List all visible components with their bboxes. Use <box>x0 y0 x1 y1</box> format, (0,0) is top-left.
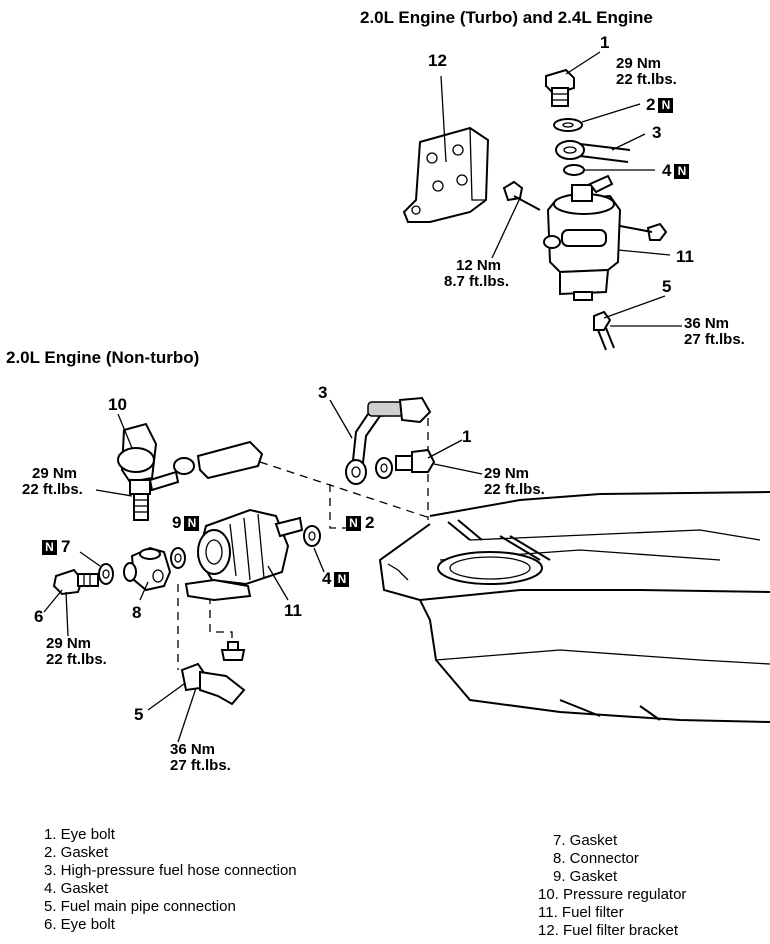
legend-item: 7. Gasket <box>553 832 618 849</box>
gasket-4-bottom <box>303 525 321 547</box>
leader-12 <box>440 75 447 163</box>
nonturbo-section-title: 2.0L Engine (Non-turbo) <box>6 348 200 367</box>
bracket-bolt-right <box>619 222 668 241</box>
legend-item: 9. Gasket <box>553 868 618 885</box>
torque-1-nm-bottom: 29 Nm <box>484 465 530 482</box>
bracket-bolt-left <box>502 180 541 211</box>
return-hose <box>173 440 264 480</box>
gasket-2-bottom <box>375 457 393 479</box>
fuel-filter-bracket-top <box>402 126 490 223</box>
callout-11-top: 11 <box>676 247 694 266</box>
filter-bolt-bottom <box>220 641 246 661</box>
torque-6-nm: 29 Nm <box>46 635 92 652</box>
callout-11-bottom: 11 <box>284 601 302 620</box>
legend-item: 5. Fuel main pipe connection <box>44 898 236 915</box>
torque-5-nm-bottom: 36 Nm <box>170 741 216 758</box>
callout-1-top: 1 <box>600 33 610 52</box>
eye-bolt-bottom <box>395 448 436 473</box>
callout-5-bottom: 5 <box>134 705 144 724</box>
legend-item: 12. Fuel filter bracket <box>538 922 679 939</box>
pressure-regulator <box>117 422 180 521</box>
legend-item: 6. Eye bolt <box>44 916 115 933</box>
connector-8 <box>123 546 172 592</box>
new-part-badge: N <box>674 164 690 180</box>
callout-1-bottom: 1 <box>462 427 472 446</box>
torque-5-nm-top: 36 Nm <box>684 315 730 332</box>
fuel-filter-bottom <box>184 508 304 602</box>
gasket-9 <box>170 547 186 569</box>
callout-3-bottom: 3 <box>318 383 328 402</box>
torque-1-ft-bottom: 22 ft.lbs. <box>484 481 545 498</box>
hose-connection-top <box>555 140 631 163</box>
new-part-badge: N <box>42 540 57 556</box>
torque-6-ft: 22 ft.lbs. <box>46 651 107 668</box>
legend-item: 4. Gasket <box>44 880 109 897</box>
torque-5-ft-top: 27 ft.lbs. <box>684 331 745 348</box>
torque-10-nm: 29 Nm <box>32 465 78 482</box>
eye-bolt-top <box>545 68 575 107</box>
torque-1-ft-top: 22 ft.lbs. <box>616 71 677 88</box>
new-part-badge: N <box>658 98 674 114</box>
gasket-7 <box>98 563 114 585</box>
legend-item: 1. Eye bolt <box>44 826 115 843</box>
legend-item: 8. Connector <box>553 850 639 867</box>
legend-item: 2. Gasket <box>44 844 109 861</box>
hose-connection-bottom <box>345 396 432 485</box>
callout-6: 6 <box>34 607 44 626</box>
legend-item: 10. Pressure regulator <box>538 886 687 903</box>
main-pipe-top <box>593 310 615 351</box>
parts-legend-left: 1. Eye bolt 2. Gasket 3. High-pressure f… <box>44 826 297 934</box>
torque-87ft: 8.7 ft.lbs. <box>444 273 510 290</box>
fuel-filter-top <box>543 174 622 301</box>
legend-item: 3. High-pressure fuel hose connection <box>44 862 297 879</box>
new-part-badge: N <box>334 572 350 588</box>
new-part-badge: N <box>346 516 361 532</box>
torque-12nm: 12 Nm <box>456 257 502 274</box>
legend-item: 11. Fuel filter <box>538 904 624 921</box>
new-part-badge: N <box>184 516 200 532</box>
torque-1-nm-top: 29 Nm <box>616 55 662 72</box>
eye-bolt-6 <box>52 568 99 596</box>
callout-5-top: 5 <box>662 277 672 296</box>
fuel-tank-body <box>378 491 770 723</box>
callout-8: 8 <box>132 603 142 622</box>
turbo-section-title: 2.0L Engine (Turbo) and 2.4L Engine <box>360 8 653 27</box>
torque-10-ft: 22 ft.lbs. <box>22 481 83 498</box>
callout-10: 10 <box>108 395 127 414</box>
callout-12-top: 12 <box>428 51 447 70</box>
gasket-4-top <box>563 164 585 176</box>
parts-legend-right: 7. Gasket 8. Connector 9. Gasket 10. Pre… <box>538 832 686 940</box>
main-pipe-bottom <box>180 662 246 706</box>
callout-3-top: 3 <box>652 123 662 142</box>
leader-1-top <box>565 51 601 75</box>
torque-5-ft-bottom: 27 ft.lbs. <box>170 757 231 774</box>
gasket-2-top <box>553 118 583 132</box>
